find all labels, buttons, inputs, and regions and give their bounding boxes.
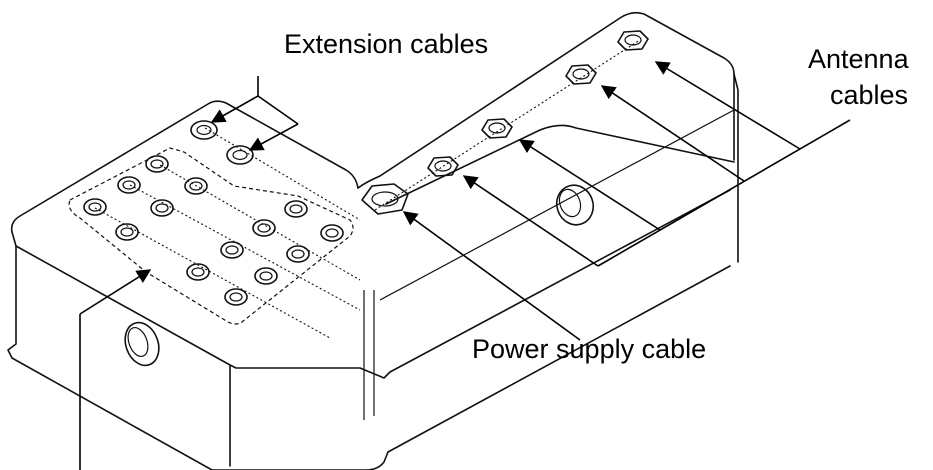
right-section-top — [357, 11, 735, 189]
leader-antenna-cables — [462, 61, 851, 267]
step-edge — [359, 189, 731, 379]
connector — [284, 200, 308, 218]
leader-extension-cables — [210, 76, 299, 151]
label-power-supply-cable: Power supply cable — [472, 334, 706, 364]
connector — [224, 288, 248, 306]
inner-ledge — [385, 124, 735, 205]
leader-bottom-left — [79, 269, 152, 470]
connector — [150, 199, 174, 217]
left-section-top — [10, 100, 359, 233]
connector — [220, 241, 244, 259]
connector — [145, 155, 169, 173]
connector — [565, 64, 597, 85]
mounting-hole-right — [555, 184, 595, 226]
connector — [115, 223, 139, 241]
connector — [190, 120, 218, 140]
power-supply-connector — [361, 183, 409, 215]
mounting-hole-left-inner — [127, 326, 149, 358]
extension-connectors — [190, 120, 254, 165]
connector — [286, 245, 310, 263]
connector — [320, 224, 344, 242]
connector — [254, 267, 278, 285]
antenna-connectors — [427, 30, 649, 177]
guide-lines — [94, 39, 641, 339]
front-face — [7, 231, 213, 470]
connector — [617, 30, 649, 51]
mounting-hole-right-inner — [558, 188, 582, 218]
connector — [226, 145, 254, 165]
front-face-edge — [15, 245, 361, 369]
connectors-left-panel — [83, 155, 344, 306]
label-antenna-line1: Antenna — [808, 44, 910, 74]
connector — [117, 176, 141, 194]
connector — [427, 156, 459, 177]
right-back-edge — [733, 73, 739, 263]
label-antenna-line2: cables — [830, 80, 908, 110]
connector — [184, 177, 208, 195]
connector — [83, 198, 107, 216]
enclosure-body — [7, 11, 739, 470]
connector — [252, 219, 276, 237]
mounting-hole-left — [124, 321, 160, 367]
leader-power-supply-cable — [402, 211, 581, 341]
label-extension-cables: Extension cables — [284, 29, 488, 59]
connector-panel-outline — [68, 147, 354, 325]
connector — [186, 263, 210, 281]
connector — [481, 118, 513, 139]
